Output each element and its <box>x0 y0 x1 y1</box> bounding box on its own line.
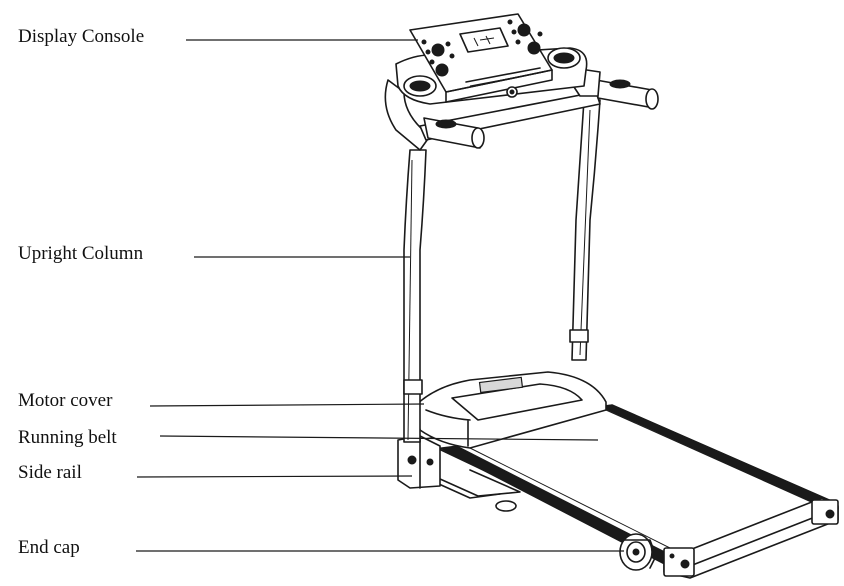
console-button <box>435 63 449 77</box>
label-display-console: Display Console <box>18 26 145 47</box>
leader-side-rail <box>136 475 413 478</box>
leader-running-belt <box>159 435 599 441</box>
upright-columns <box>403 99 601 443</box>
label-motor-cover: Motor cover <box>18 390 113 411</box>
leader-lines <box>136 39 624 552</box>
label-side-rail: Side rail <box>18 462 82 483</box>
label-upright-column: Upright Column <box>18 243 144 264</box>
upright-column-right <box>571 99 601 361</box>
console-button <box>527 41 541 55</box>
handle-grip-left <box>423 117 485 149</box>
end-cap-left <box>663 547 695 577</box>
column-base-left <box>397 435 441 489</box>
deck <box>419 404 839 579</box>
transport-wheel <box>619 533 657 571</box>
leader-motor-cover <box>149 403 425 407</box>
handle-grip-right <box>595 79 659 110</box>
label-end-cap: End cap <box>18 537 80 558</box>
motor-cover <box>415 371 607 449</box>
display-console <box>395 13 588 105</box>
console-button <box>431 43 445 57</box>
console-button <box>517 23 531 37</box>
label-running-belt: Running belt <box>18 427 117 448</box>
upright-column-left <box>403 149 427 443</box>
console-lcd <box>459 27 509 53</box>
end-cap-right <box>811 499 839 525</box>
